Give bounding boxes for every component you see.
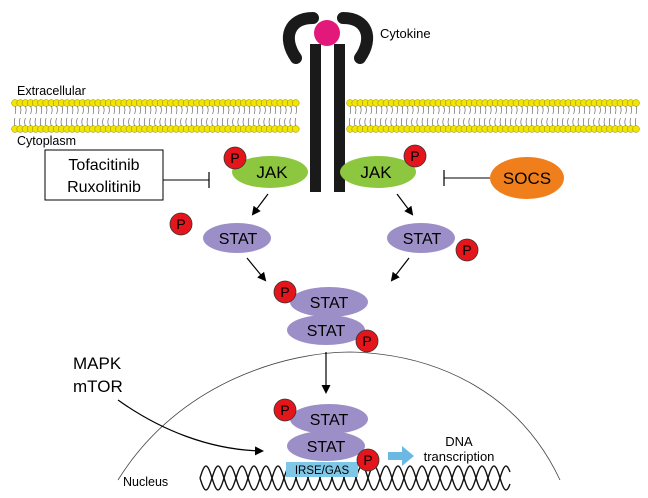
cytokine-label: Cytokine bbox=[380, 26, 431, 41]
phospho-jak-right: P bbox=[403, 144, 427, 168]
dna-transcription-line2: transcription bbox=[424, 449, 495, 464]
nuclear-envelope bbox=[117, 351, 561, 481]
cytoplasm-label: Cytoplasm bbox=[17, 134, 76, 148]
stat-right-label: STAT bbox=[403, 231, 442, 248]
svg-text:P: P bbox=[363, 452, 372, 468]
promoter-label: IRSE/GAS bbox=[295, 465, 350, 477]
socs-label: SOCS bbox=[503, 169, 551, 188]
jak-left: JAK bbox=[232, 156, 308, 188]
svg-text:P: P bbox=[280, 284, 289, 300]
cell-membrane bbox=[11, 99, 640, 133]
stat-right: STAT bbox=[387, 223, 455, 253]
mapk-label: MAPK bbox=[73, 354, 122, 373]
dna-transcription-line1: DNA bbox=[445, 434, 473, 449]
phospho-jak-left: P bbox=[223, 146, 247, 170]
jak-left-label: JAK bbox=[256, 163, 288, 182]
cytokine-receptor bbox=[282, 12, 374, 192]
cytokine-ligand bbox=[314, 20, 340, 46]
svg-text:STAT: STAT bbox=[307, 323, 346, 340]
transcription-arrow bbox=[388, 446, 414, 466]
svg-text:P: P bbox=[280, 402, 289, 418]
irse-gas-promoter: IRSE/GAS bbox=[286, 462, 358, 477]
inhibitor-ruxolitinib: Ruxolitinib bbox=[67, 179, 141, 196]
stat-left-label: STAT bbox=[219, 231, 258, 248]
svg-text:P: P bbox=[362, 333, 371, 349]
svg-text:STAT: STAT bbox=[310, 295, 349, 312]
stat-left: STAT bbox=[203, 223, 271, 253]
mtor-label: mTOR bbox=[73, 377, 123, 396]
extracellular-label: Extracellular bbox=[17, 84, 86, 98]
stat-dimer-nucleus: STAT STAT bbox=[287, 404, 368, 461]
svg-text:P: P bbox=[176, 216, 185, 232]
svg-text:STAT: STAT bbox=[310, 412, 349, 429]
phospho-stat-left: P bbox=[169, 212, 193, 236]
svg-text:P: P bbox=[410, 148, 419, 164]
phospho-stat-right: P bbox=[455, 238, 479, 262]
phospho-nucleus-top: P bbox=[273, 398, 297, 422]
svg-text:P: P bbox=[462, 242, 471, 258]
svg-text:STAT: STAT bbox=[307, 439, 346, 456]
stat-dimer-cytoplasm: STAT STAT bbox=[287, 287, 368, 345]
phospho-dimer-bottom: P bbox=[355, 329, 379, 353]
phospho-nucleus-bottom: P bbox=[356, 448, 380, 472]
socs: SOCS bbox=[490, 157, 564, 199]
jak-right: JAK bbox=[340, 156, 416, 188]
inhibitor-tofacitinib: Tofacitinib bbox=[68, 157, 139, 174]
nucleus-label: Nucleus bbox=[123, 475, 168, 489]
phospho-dimer-top: P bbox=[273, 280, 297, 304]
jak-right-label: JAK bbox=[360, 163, 392, 182]
svg-text:P: P bbox=[230, 150, 239, 166]
jak-inhibitor-box: Tofacitinib Ruxolitinib bbox=[44, 149, 164, 201]
